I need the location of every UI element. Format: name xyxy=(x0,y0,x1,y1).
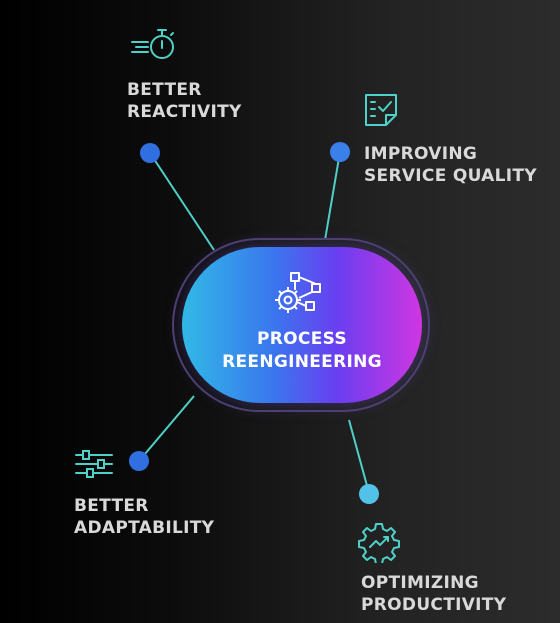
label-better-adaptability-line2: ADAPTABILITY xyxy=(74,518,215,538)
hub-pill xyxy=(182,247,422,403)
hub-title-line2: REENGINEERING xyxy=(222,352,382,372)
label-better-adaptability-line1: BETTER xyxy=(74,496,149,516)
label-optimizing-productivity: OPTIMIZING PRODUCTIVITY xyxy=(361,572,506,616)
connector-better-adaptability xyxy=(138,395,195,462)
label-better-reactivity-line2: REACTIVITY xyxy=(127,102,242,122)
node-dot-improving-service-quality xyxy=(330,142,350,162)
label-optimizing-productivity-line2: PRODUCTIVITY xyxy=(361,595,507,615)
hub-outline xyxy=(172,238,430,412)
node-dot-optimizing-productivity xyxy=(359,484,379,504)
label-improving-service-quality: IMPROVING SERVICE QUALITY xyxy=(364,143,537,187)
label-better-reactivity-line1: BETTER xyxy=(127,80,202,100)
label-improving-service-quality-line2: SERVICE QUALITY xyxy=(364,166,537,186)
sliders-icon xyxy=(75,450,113,478)
label-better-reactivity: BETTER REACTIVITY xyxy=(127,79,242,123)
stopwatch-icon xyxy=(131,29,174,59)
hub-title: PROCESS REENGINEERING xyxy=(182,328,422,374)
node-dot-better-adaptability xyxy=(129,451,149,471)
node-dot-better-reactivity xyxy=(140,143,160,163)
label-optimizing-productivity-line1: OPTIMIZING xyxy=(361,573,479,593)
gear-network-icon xyxy=(275,272,321,313)
label-better-adaptability: BETTER ADAPTABILITY xyxy=(74,495,214,539)
connector-improving-service-quality xyxy=(324,151,341,241)
label-improving-service-quality-line1: IMPROVING xyxy=(364,144,478,164)
gear-chart-icon xyxy=(358,523,400,563)
connector-better-reactivity xyxy=(149,152,215,251)
checklist-icon xyxy=(365,94,397,126)
hub-title-line1: PROCESS xyxy=(257,329,347,349)
connector-optimizing-productivity xyxy=(348,419,370,494)
